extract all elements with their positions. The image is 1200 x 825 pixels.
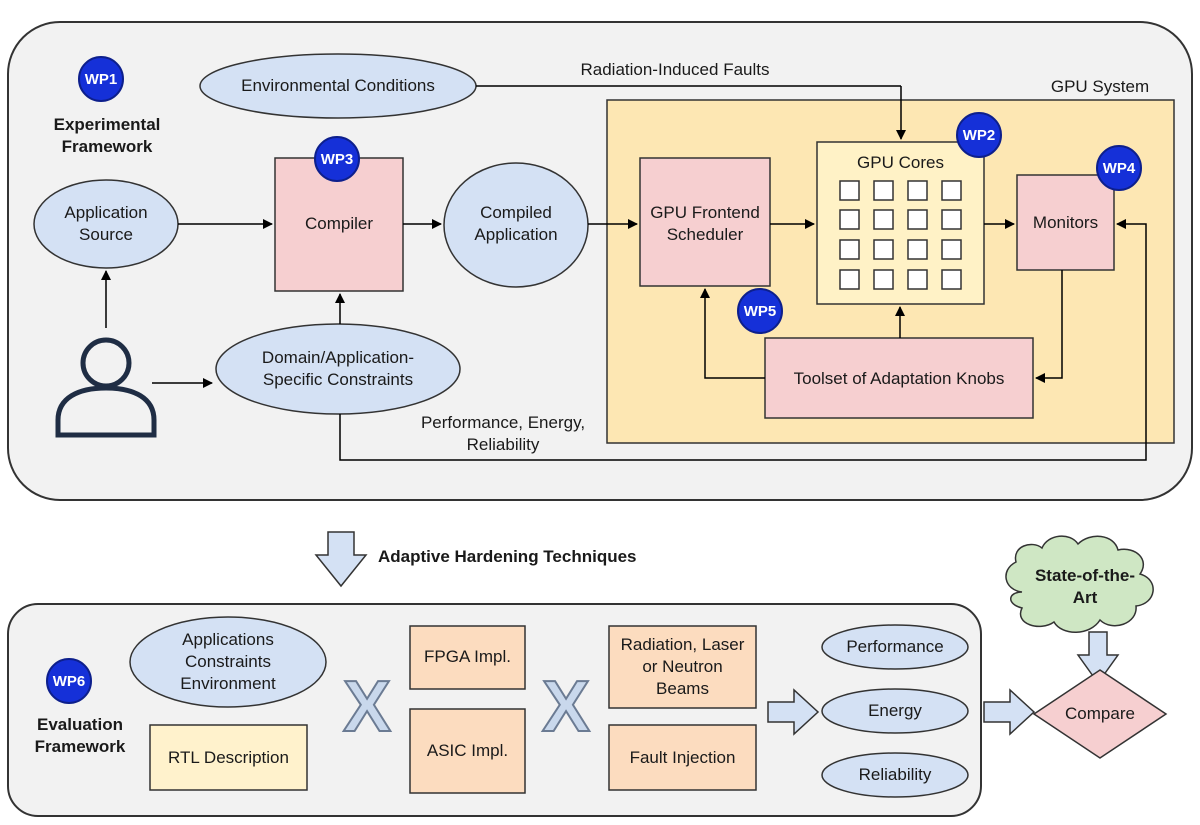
cloud-down-arrow bbox=[1076, 631, 1120, 685]
core-cell bbox=[941, 269, 962, 290]
connector-arrows bbox=[101, 85, 1147, 461]
evaluation-framework-title: Evaluation Framework bbox=[34, 714, 126, 756]
user-icon bbox=[55, 337, 157, 438]
cross-x-2: X bbox=[541, 666, 591, 748]
compiled-application-ellipse bbox=[443, 162, 589, 288]
reliability-label: Reliability bbox=[858, 764, 932, 784]
reliability-ellipse bbox=[821, 752, 969, 798]
rtl-label: RTL Description bbox=[168, 747, 289, 767]
inputs-ellipse bbox=[129, 616, 327, 708]
fpga-box bbox=[409, 625, 526, 690]
environmental-conditions-label: Environmental Conditions bbox=[241, 75, 435, 95]
core-cell bbox=[839, 239, 860, 260]
core-cell bbox=[839, 269, 860, 290]
asic-label: ASIC Impl. bbox=[426, 740, 509, 760]
core-cell bbox=[839, 209, 860, 230]
core-grid bbox=[839, 180, 962, 290]
arrow-monitors-to-toolset bbox=[1035, 270, 1063, 383]
radiation-box bbox=[608, 625, 757, 709]
rtl-box bbox=[149, 724, 308, 791]
radiation-faults-label: Radiation-Induced Faults bbox=[580, 59, 770, 79]
monitors-label: Monitors bbox=[1032, 212, 1099, 232]
core-cell bbox=[941, 209, 962, 230]
wp6-badge: WP6 bbox=[46, 658, 92, 704]
core-cell bbox=[873, 209, 894, 230]
performance-label: Performance bbox=[846, 636, 944, 656]
core-cell bbox=[873, 239, 894, 260]
energy-label: Energy bbox=[868, 700, 922, 720]
radiation-label: Radiation, Laser or Neutron Beams bbox=[620, 634, 745, 699]
fault-injection-box bbox=[608, 724, 757, 791]
arrow-toolset-to-frontend bbox=[700, 288, 765, 379]
fpga-label: FPGA Impl. bbox=[424, 646, 511, 666]
state-of-art-label: State-of-the- Art bbox=[1034, 565, 1136, 607]
application-source-label: Application Source bbox=[64, 202, 148, 244]
state-of-art-cloud bbox=[1005, 535, 1154, 633]
constraints-label: Domain/Application- Specific Constraints bbox=[261, 347, 415, 389]
fault-injection-label: Fault Injection bbox=[629, 747, 736, 767]
experimental-framework-title: Experimental Framework bbox=[53, 114, 161, 156]
core-cell bbox=[907, 180, 928, 201]
performance-ellipse bbox=[821, 624, 969, 670]
feedback-label: Performance, Energy, Reliability bbox=[420, 412, 586, 454]
gpu-cores-label: GPU Cores bbox=[857, 152, 944, 172]
compare-diamond bbox=[1032, 669, 1168, 759]
core-cell bbox=[907, 269, 928, 290]
arrow-feedback-to-monitors bbox=[339, 219, 1147, 461]
core-cell bbox=[873, 269, 894, 290]
right-arrow-to-metrics bbox=[767, 688, 820, 736]
core-cell bbox=[941, 180, 962, 201]
wp3-badge: WP3 bbox=[314, 136, 360, 182]
wp2-badge: WP2 bbox=[956, 112, 1002, 158]
core-cell bbox=[907, 239, 928, 260]
gpu-system-label: GPU System bbox=[1050, 76, 1150, 96]
energy-ellipse bbox=[821, 688, 969, 734]
core-cell bbox=[941, 239, 962, 260]
wp5-badge: WP5 bbox=[737, 288, 783, 334]
core-cell bbox=[873, 180, 894, 201]
toolset-label: Toolset of Adaptation Knobs bbox=[793, 368, 1005, 388]
cross-x-1: X bbox=[342, 666, 392, 748]
adaptive-down-arrow bbox=[314, 531, 368, 588]
wp1-badge: WP1 bbox=[78, 56, 124, 102]
compare-label: Compare bbox=[1065, 703, 1135, 723]
toolset-box bbox=[764, 337, 1034, 419]
core-cell bbox=[839, 180, 860, 201]
core-cell bbox=[907, 209, 928, 230]
right-arrow-to-compare bbox=[983, 688, 1036, 736]
monitors-box bbox=[1016, 174, 1115, 271]
adaptive-hardening-label: Adaptive Hardening Techniques bbox=[378, 546, 637, 566]
compiled-application-label: Compiled Application bbox=[474, 202, 558, 244]
wp4-badge: WP4 bbox=[1096, 145, 1142, 191]
gpu-frontend-box bbox=[639, 157, 771, 287]
inputs-label: Applications Constraints Environment bbox=[180, 629, 276, 694]
gpu-frontend-label: GPU Frontend Scheduler bbox=[650, 202, 760, 244]
compiler-label: Compiler bbox=[304, 213, 374, 233]
constraints-ellipse bbox=[215, 323, 461, 415]
asic-box bbox=[409, 708, 526, 794]
